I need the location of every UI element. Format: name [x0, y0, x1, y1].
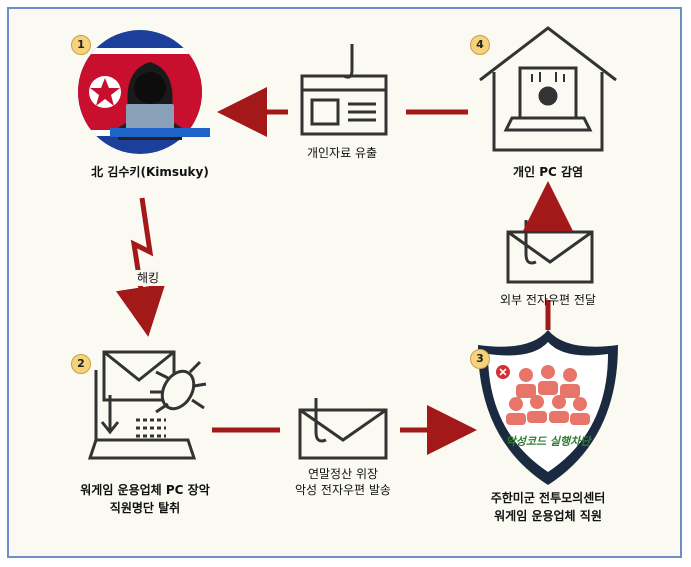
step-1-label: 北 김수키(Kimsuky) [91, 165, 209, 179]
step-2-label-line1: 워게임 운용업체 PC 장악 [80, 483, 210, 497]
step-4-badge: 4 [470, 35, 490, 55]
hacking-bolt [115, 197, 166, 337]
hacker-icon [78, 30, 210, 154]
edge-email-label-line1: 연말정산 위장 [307, 467, 379, 481]
shield-people-icon [478, 330, 618, 485]
forwarded-email-icon [506, 220, 594, 284]
edge-forward-label: 외부 전자우편 전달 [500, 293, 596, 307]
infected-house-icon [479, 26, 617, 152]
edge-data-leak-label: 개인자료 유출 [306, 146, 378, 160]
step-2-label-line2: 직원명단 탈취 [109, 501, 181, 515]
step-3-label-line2: 워게임 운용업체 직원 [494, 509, 602, 523]
step-4-label: 개인 PC 감염 [512, 165, 584, 179]
leaked-document-icon [300, 44, 388, 136]
edge-email-label-line2: 악성 전자우편 발송 [295, 483, 391, 497]
step-3-badge: 3 [470, 349, 490, 369]
laptop-bug-icon [87, 350, 207, 460]
phishing-email-icon [298, 398, 388, 460]
step-1-badge: 1 [71, 35, 91, 55]
step-3-label-line1: 주한미군 전투모의센터 [490, 491, 606, 505]
edge-hacking-label: 해킹 [128, 270, 168, 286]
step-2-badge: 2 [71, 354, 91, 374]
step-3-badge-text: 악성코드 실행차단 [505, 435, 591, 448]
